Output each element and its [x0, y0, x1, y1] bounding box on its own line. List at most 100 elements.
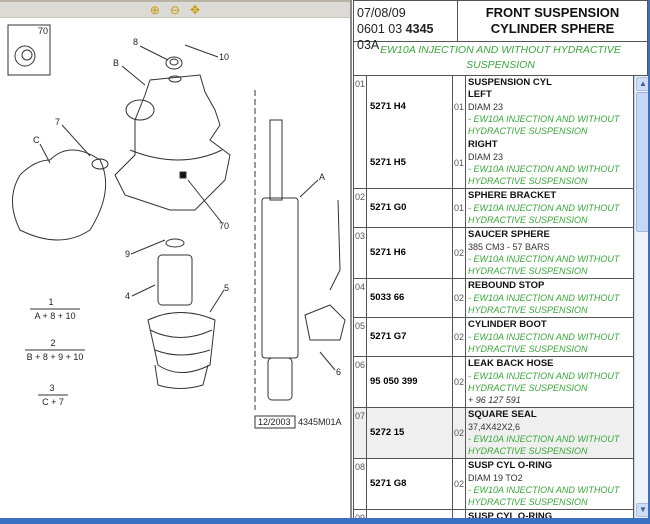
- formula-2-number: 2: [50, 338, 55, 348]
- description-line: DIAM 23: [468, 152, 504, 162]
- description-line: SAUCER SPHERE: [468, 229, 550, 240]
- diagram-date: 12/2003: [258, 417, 291, 427]
- formula-2: B + 8 + 9 + 10: [27, 352, 84, 362]
- item-number: 09: [354, 510, 367, 518]
- item-number: 08: [354, 459, 367, 509]
- description-line: - EW10A INJECTION AND WITHOUT HYDRACTIVE…: [468, 114, 620, 136]
- description-line: - EW10A INJECTION AND WITHOUT HYDRACTIVE…: [468, 332, 620, 354]
- part-reference[interactable]: 5271 G0: [367, 189, 453, 227]
- zoom-out-icon[interactable]: ⊖: [169, 2, 181, 17]
- description-line: SPHERE BRACKET: [468, 190, 557, 201]
- part-quantity: 02: [453, 279, 466, 317]
- variant-subtitle: EW10A INJECTION AND WITHOUT HYDRACTIVE S…: [353, 41, 648, 76]
- part-reference[interactable]: 5271 G9: [367, 510, 453, 518]
- part-quantity: 02: [453, 318, 466, 356]
- item-number: 02: [354, 189, 367, 227]
- description-line: - EW10A INJECTION AND WITHOUT HYDRACTIVE…: [468, 254, 620, 276]
- page-title: FRONT SUSPENSION CYLINDER SPHERE: [458, 1, 647, 41]
- description-line: DIAM 23: [468, 102, 504, 112]
- part-quantity: 02: [453, 408, 466, 458]
- description-line: RIGHT: [468, 139, 498, 150]
- part-reference[interactable]: 5272 15: [367, 408, 453, 458]
- window-border: [648, 0, 650, 518]
- formula-3-number: 3: [49, 383, 54, 393]
- formula-1-number: 1: [48, 297, 53, 307]
- pan-icon[interactable]: ✥: [190, 2, 201, 17]
- ref-prefix: 0601 03: [357, 22, 406, 36]
- callout-9: 9: [125, 249, 130, 259]
- description-line: 37,4X42X2,6: [468, 422, 521, 432]
- part-quantity: 02: [453, 228, 466, 278]
- part-reference[interactable]: 5271 G7: [367, 318, 453, 356]
- callout-4: 4: [125, 291, 130, 301]
- description-line: - EW10A INJECTION AND WITHOUT HYDRACTIVE…: [468, 485, 620, 507]
- window-border-bottom: [0, 518, 650, 524]
- description-line: 385 CM3 - 57 BARS: [468, 242, 550, 252]
- callout-a: A: [319, 172, 325, 182]
- diagram-toolbar: ⊕ ⊖ ✥: [0, 0, 350, 18]
- callout-70b: 70: [219, 221, 229, 231]
- diagram-code: 4345M01A: [298, 417, 342, 427]
- zoom-in-icon[interactable]: ⊕: [149, 2, 160, 17]
- callout-c: C: [33, 135, 40, 145]
- description-line: DIAM 19 TO2: [468, 473, 523, 483]
- part-description: SPHERE BRACKET- EW10A INJECTION AND WITH…: [466, 189, 633, 227]
- callout-10: 10: [219, 52, 229, 62]
- description-line: - EW10A INJECTION AND WITHOUT HYDRACTIVE…: [468, 293, 620, 315]
- description-line: SUSPENSION CYL: [468, 77, 552, 88]
- part-reference[interactable]: 5271 H6: [367, 228, 453, 278]
- title-line-2: CYLINDER SPHERE: [490, 21, 615, 36]
- diagram-panel: ⊕ ⊖ ✥: [0, 0, 352, 518]
- callout-5: 5: [224, 283, 229, 293]
- callout-8: 8: [133, 37, 138, 47]
- parts-list-panel: 07/08/09 0601 03 4345 03A FRONT SUSPENSI…: [353, 0, 650, 518]
- header-reference: 0601 03 4345 03A: [357, 21, 457, 53]
- part-reference[interactable]: 5271 H5: [367, 138, 453, 188]
- part-quantity: 02: [453, 357, 466, 407]
- callout-7: 7: [55, 117, 60, 127]
- parts-header: 07/08/09 0601 03 4345 03A FRONT SUSPENSI…: [353, 0, 648, 52]
- description-line: LEAK BACK HOSE: [468, 358, 554, 369]
- callout-b: B: [113, 58, 119, 68]
- part-reference[interactable]: 5271 H4: [367, 76, 453, 138]
- description-line: + 96 127 591: [468, 395, 521, 405]
- description-line: SUSP CYL O-RING: [468, 511, 553, 518]
- item-number: 05: [354, 318, 367, 356]
- part-description: SAUCER SPHERE 385 CM3 - 57 BARS - EW10A IN…: [466, 228, 633, 278]
- callout-70: 70: [38, 26, 48, 36]
- description-line: SQUARE SEAL: [468, 409, 537, 420]
- part-reference[interactable]: 95 050 399: [367, 357, 453, 407]
- formula-3: C + 7: [42, 397, 64, 407]
- ref-number: 4345: [405, 22, 434, 36]
- exploded-parts-diagram[interactable]: 70 8 10 B 7 C A 70 9 4 5 6 1 A + 8 + 10 …: [0, 19, 350, 429]
- part-quantity: 02: [453, 510, 466, 518]
- part-reference[interactable]: 5033 66: [367, 279, 453, 317]
- part-reference[interactable]: 5271 G8: [367, 459, 453, 509]
